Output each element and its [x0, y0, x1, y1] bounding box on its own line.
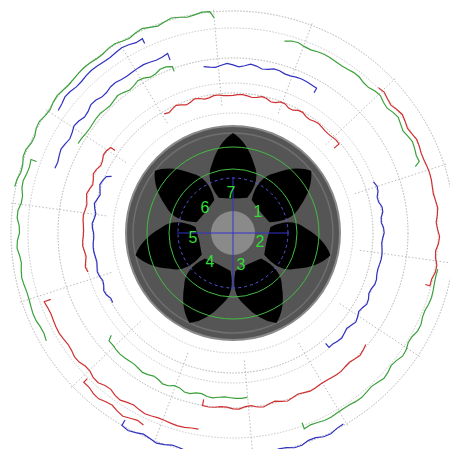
pitch-circle — [169, 169, 297, 297]
radial-line — [154, 353, 188, 443]
callout-number: 5 — [189, 230, 198, 246]
pitch-circle — [178, 178, 288, 288]
rotor-lobe — [155, 168, 215, 222]
callout-number: 3 — [237, 257, 246, 273]
measurement-trace — [83, 147, 115, 271]
callout-number: 1 — [254, 204, 263, 220]
measurement-trace — [84, 379, 144, 425]
measurement-trace — [92, 176, 113, 302]
measurement-trace — [78, 67, 174, 144]
measurement-trace — [122, 420, 343, 449]
measurement-trace — [58, 39, 144, 111]
radial-line — [20, 273, 111, 303]
callout-number: 2 — [256, 234, 265, 250]
measurement-trace — [378, 88, 439, 286]
callout-number: 7 — [227, 185, 236, 201]
measurement-trace — [284, 41, 419, 167]
radial-line — [278, 23, 312, 113]
pitch-circle — [147, 147, 319, 319]
measurement-trace — [204, 63, 317, 92]
radial-line — [118, 41, 167, 123]
radial-line — [71, 321, 140, 387]
reference-circle — [83, 83, 383, 383]
callout-number: 6 — [201, 200, 210, 216]
reference-circle — [113, 113, 353, 353]
measurement-trace — [203, 344, 366, 409]
radial-line — [11, 203, 106, 216]
measurement-trace — [109, 335, 247, 398]
measurement-trace — [17, 159, 46, 340]
rotor-lobe — [252, 168, 312, 222]
callout-number: 4 — [206, 254, 215, 270]
radial-line — [46, 110, 126, 163]
reference-circle — [11, 11, 450, 449]
measurement-trace — [55, 53, 170, 168]
radial-line — [326, 79, 396, 145]
rotor-disc — [126, 126, 340, 340]
radial-line — [213, 10, 221, 106]
reference-circle — [93, 93, 373, 373]
disc-ring — [133, 133, 333, 333]
radial-line — [244, 360, 253, 449]
reference-circle — [58, 58, 408, 408]
radial-line — [299, 343, 348, 425]
radial-line — [340, 304, 420, 357]
reference-circle — [28, 28, 438, 438]
